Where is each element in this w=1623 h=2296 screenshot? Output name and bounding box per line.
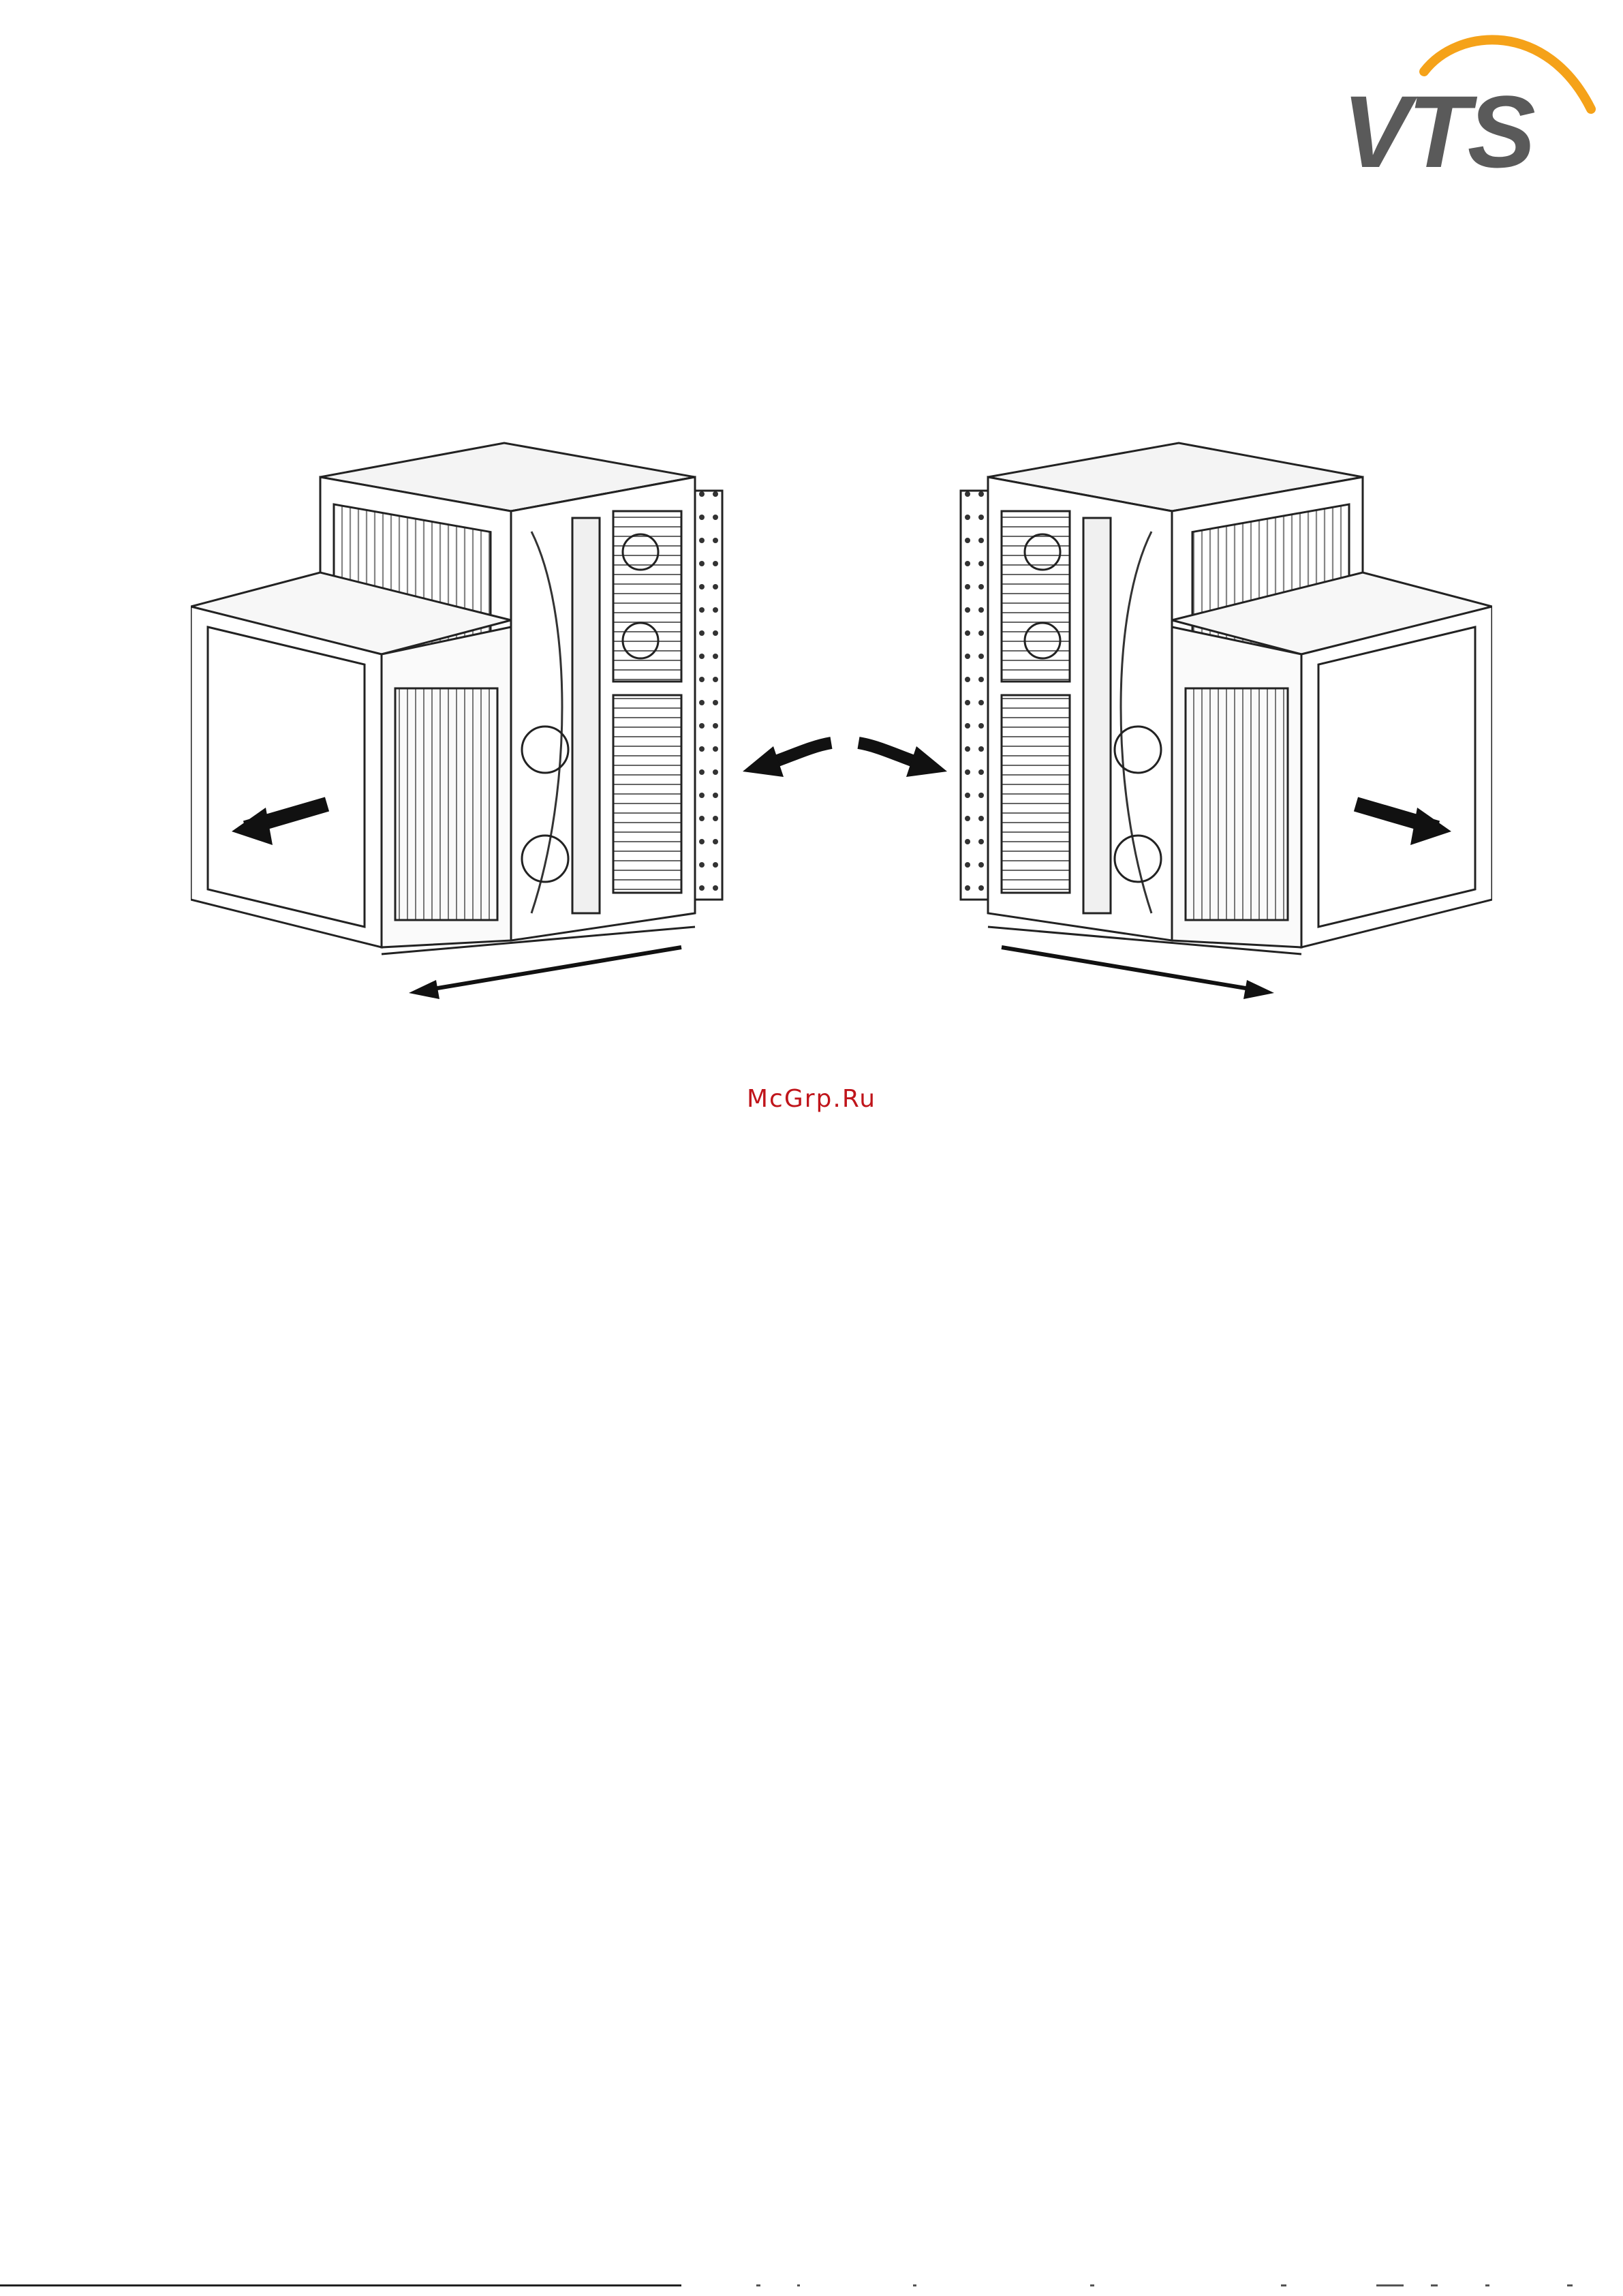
left-core-shaft (572, 518, 600, 913)
left-lower-box-face (191, 607, 382, 947)
vts-logo: VTS (1342, 20, 1601, 170)
watermark-text: McGrp.Ru (0, 1085, 1623, 1113)
left-hole-strip (695, 491, 722, 900)
footer-dots (681, 2283, 1623, 2289)
arrow-direction-left-head (743, 746, 784, 777)
left-core-panel-lower (613, 695, 681, 893)
footer-rule (0, 2284, 681, 2286)
left-unit (191, 443, 722, 999)
arrow-extension-left (429, 947, 681, 990)
arrow-extension-left-head (409, 980, 439, 999)
arrow-extension-right (1002, 947, 1254, 990)
center-arrows (743, 743, 947, 777)
left-lower-panel (395, 688, 497, 920)
ahu-orientation-figure (191, 436, 1492, 1022)
arrow-direction-right (859, 743, 920, 763)
right-unit (961, 443, 1492, 999)
arrow-direction-right-head (906, 746, 947, 777)
arrow-direction-left (770, 743, 831, 763)
logo-text: VTS (1342, 80, 1588, 183)
arrow-extension-right-head (1243, 980, 1274, 999)
